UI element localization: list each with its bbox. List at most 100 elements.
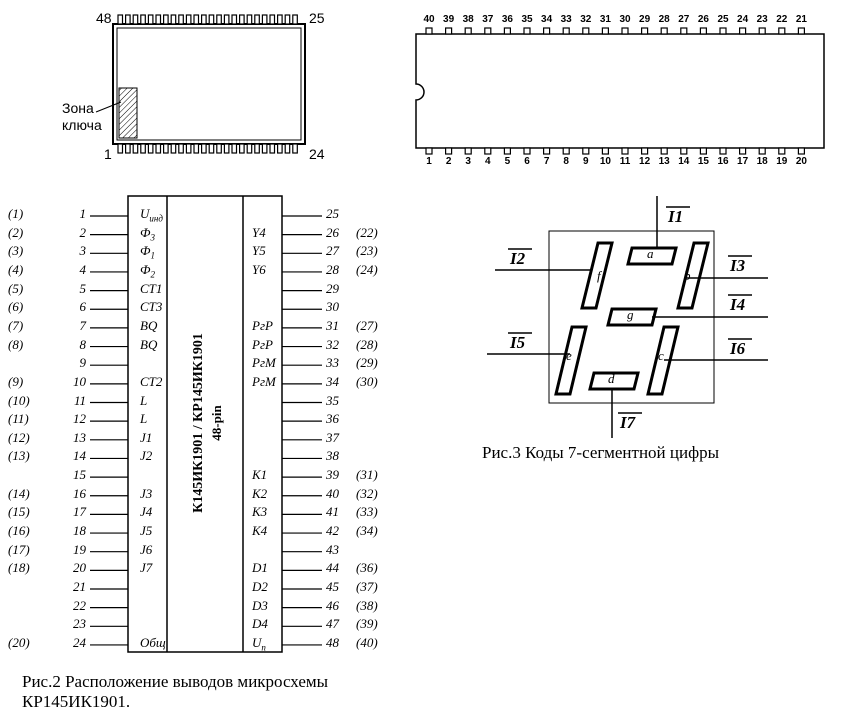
chip40-bottom-number: 15 <box>697 156 709 167</box>
chip40-top-number: 21 <box>795 14 807 25</box>
segment-c-label: c <box>658 348 664 363</box>
chip48-pin-leg <box>170 14 177 25</box>
left-pin-number: 16 <box>73 485 86 501</box>
chip40-bottom-number: 20 <box>795 156 807 167</box>
segment-c <box>646 325 680 396</box>
chip40-pin-leg <box>523 27 531 35</box>
chip48-pin-leg <box>261 143 268 154</box>
chip48-pin-leg <box>254 14 260 25</box>
right-pin-alt: (30) <box>356 373 378 389</box>
chip40-pin-leg <box>778 27 786 35</box>
right-pin-number: 26 <box>326 224 339 240</box>
chip40-pin-leg <box>719 27 727 35</box>
left-pin-alt: (13) <box>8 448 30 464</box>
right-pin-number: 42 <box>326 523 339 539</box>
left-pin-alt: (8) <box>8 336 24 352</box>
chip40-top-number: 31 <box>599 14 611 25</box>
chip40-pin-leg <box>778 147 786 155</box>
segment-f-label: f <box>597 268 601 283</box>
chip48-pin-leg <box>155 143 162 154</box>
right-pin-signal: K1 <box>252 467 268 483</box>
left-pin-alt: (12) <box>8 429 30 445</box>
left-pin-number: 13 <box>73 429 86 445</box>
right-pin-signal: K4 <box>252 523 268 539</box>
chip40-bottom-number: 5 <box>504 156 511 167</box>
chip40-top-number: 28 <box>658 14 670 25</box>
left-pin-number: 6 <box>79 299 87 315</box>
right-pin-signal: D1 <box>252 560 268 576</box>
chip48-pin-leg <box>163 143 169 154</box>
right-pin-signal: D2 <box>252 579 268 594</box>
chip40-bottom-number: 3 <box>465 156 471 167</box>
chip40-bottom-number: 2 <box>445 156 452 167</box>
chip48-pin-leg <box>132 143 139 154</box>
chip40-top-number: 32 <box>580 14 592 25</box>
chip40-pin-leg <box>738 147 747 155</box>
chip48-pin-leg <box>246 143 253 154</box>
right-pin-signal: Y6 <box>252 261 266 277</box>
left-pin-number: 17 <box>73 504 86 520</box>
chip40-pin-leg <box>562 27 570 35</box>
left-pin-signal: Общ <box>140 634 166 650</box>
right-pin-signal: D4 <box>252 616 268 632</box>
left-pin-alt: (3) <box>8 243 24 259</box>
left-pin-signal: L <box>140 392 148 408</box>
chip48-pin-leg <box>185 143 192 154</box>
chip48-pin-leg <box>277 14 283 25</box>
chip40-bottom-number: 7 <box>543 156 550 167</box>
left-pin-number: 23 <box>73 616 86 632</box>
right-pin-number: 39 <box>326 467 339 483</box>
left-pin-alt: (4) <box>8 261 24 277</box>
chip48-pin-leg <box>231 143 238 154</box>
left-pin-number: 8 <box>79 336 87 352</box>
chip40-bottom-number: 19 <box>776 156 788 167</box>
chip48-pin25: 25 <box>309 10 325 26</box>
key-label-1: Зона <box>62 100 94 116</box>
chip40-top-number: 36 <box>501 14 513 25</box>
chip40-top-number: 26 <box>697 14 709 25</box>
right-pin-number: 29 <box>326 280 339 296</box>
chip40-pin-leg <box>425 147 433 155</box>
right-pin-number: 28 <box>326 261 339 277</box>
left-pin-alt: (18) <box>8 560 30 576</box>
chip40-top-number: 29 <box>639 14 651 25</box>
left-pin-alt: (17) <box>8 541 30 557</box>
chip40-pin-leg <box>601 27 610 35</box>
chip48-pin-leg <box>246 14 253 25</box>
chip40-bottom-number: 13 <box>658 156 670 167</box>
chip48-pin-leg <box>277 143 283 154</box>
left-pin-signal: Ф3 <box>140 224 155 243</box>
chip48-pin-leg <box>239 14 245 25</box>
left-pin-signal: L <box>140 411 148 427</box>
chip40-bottom-number: 14 <box>678 156 690 167</box>
chip40-top-number: 23 <box>756 14 768 25</box>
left-pin-number: 18 <box>73 523 86 539</box>
fig2-caption-line1: Рис.2 Расположение выводов микросхемы <box>22 672 329 691</box>
right-pin-alt: (39) <box>356 616 378 632</box>
left-pin-signal: J3 <box>140 485 153 501</box>
right-pin-number: 37 <box>326 429 339 445</box>
chip40-top-number: 25 <box>717 14 729 25</box>
chip48-pin-leg <box>254 143 260 154</box>
chip40-bottom-number: 10 <box>599 156 611 167</box>
chip40-pin-leg <box>582 27 590 35</box>
left-pin-signal: J2 <box>140 448 153 464</box>
line-i4: I4 <box>730 295 746 314</box>
left-pin-alt: (5) <box>8 280 24 296</box>
chip48-pin-leg <box>178 14 184 25</box>
left-pin-alt: (1) <box>8 206 24 221</box>
chip40-pin-leg <box>523 147 531 155</box>
chip40-bottom-number: 4 <box>485 156 491 167</box>
chip48-pin-leg <box>117 14 124 25</box>
chip40-pin-leg <box>680 147 688 155</box>
left-pin-number: 24 <box>73 634 86 650</box>
left-pin-number: 15 <box>73 467 86 483</box>
left-pin-alt: (2) <box>8 224 24 240</box>
chip48-pin24: 24 <box>309 146 325 162</box>
chip40-top-number: 38 <box>462 14 474 25</box>
right-pin-number: 31 <box>326 317 339 333</box>
left-pin-alt: (6) <box>8 299 24 315</box>
